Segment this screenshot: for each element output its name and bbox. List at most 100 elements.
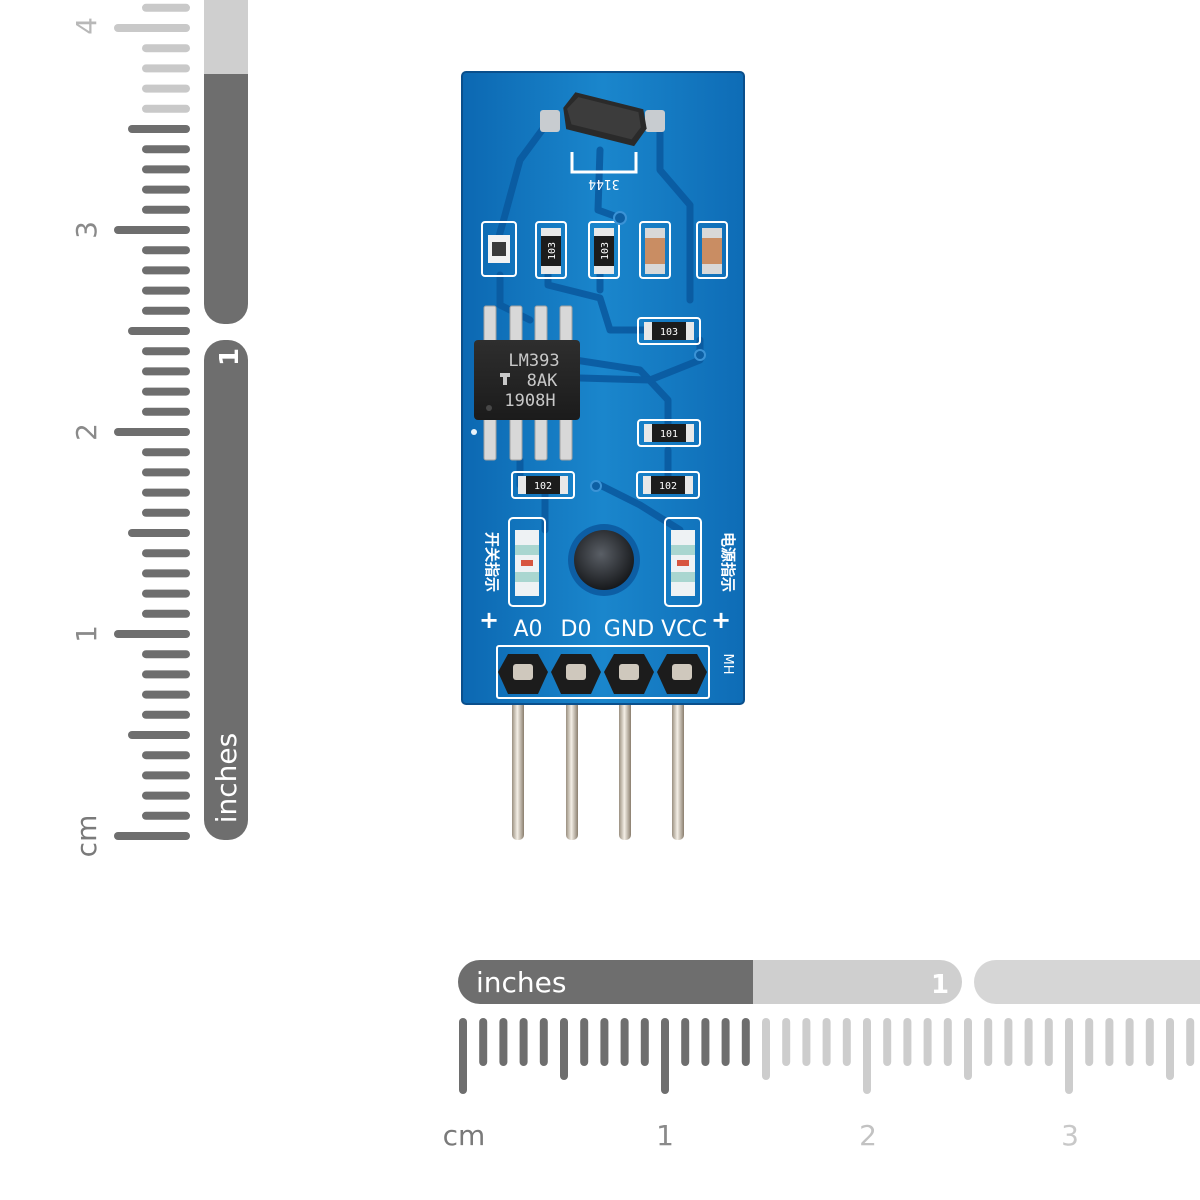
vertical-tick — [142, 407, 190, 416]
pin-label-a0: A0 — [513, 617, 542, 642]
horizontal-tick — [1166, 1018, 1174, 1080]
horizontal-tick — [580, 1018, 589, 1066]
resistor-top-1-code: 103 — [547, 242, 558, 260]
horizontal-tick — [1004, 1018, 1013, 1066]
hall-sensor: 3144 — [540, 92, 665, 191]
horizontal-tick — [1145, 1018, 1154, 1066]
horizontal-ruler: inches 1 cm 1 2 3 — [443, 960, 1200, 1152]
resistor-mid-code: 103 — [660, 327, 678, 338]
vertical-cm-number-3: 3 — [70, 221, 103, 239]
mounting-hole — [568, 524, 640, 596]
vertical-tick — [114, 428, 190, 436]
vertical-tick — [142, 549, 190, 558]
vertical-tick — [142, 84, 190, 93]
horizontal-tick — [681, 1018, 690, 1066]
pin-label-gnd: GND — [604, 617, 654, 642]
vertical-tick — [142, 205, 190, 214]
horizontal-cm-number-3: 3 — [1061, 1119, 1079, 1152]
header-silkscreen — [496, 645, 710, 699]
inch-bar-dark-upper — [204, 74, 248, 324]
pin-gnd — [619, 690, 631, 840]
header-pins — [512, 690, 684, 840]
vertical-tick — [114, 24, 190, 32]
h-inch-bar-light-1 — [753, 960, 962, 1004]
horizontal-tick — [600, 1018, 609, 1066]
sensor-marking: 3144 — [588, 176, 619, 191]
ti-logo-icon — [500, 373, 510, 385]
chip-line-3: 1908H — [504, 391, 555, 411]
horizontal-inch-number: 1 — [931, 970, 949, 1000]
horizontal-tick — [1186, 1018, 1195, 1066]
horizontal-cm-ticks — [459, 1018, 1195, 1094]
horizontal-tick — [701, 1018, 710, 1066]
horizontal-tick — [863, 1018, 871, 1094]
vertical-tick — [142, 650, 190, 659]
horizontal-tick — [762, 1018, 770, 1080]
vertical-cm-number-2: 2 — [70, 423, 103, 441]
vertical-tick — [114, 630, 190, 638]
vertical-tick — [142, 488, 190, 497]
resistor-top-2-code: 103 — [600, 242, 611, 260]
plus-right: + — [711, 606, 731, 634]
vertical-tick — [142, 44, 190, 53]
lm393-chip: LM393 8AK 1908H — [474, 305, 580, 461]
vertical-tick — [142, 589, 190, 598]
horizontal-tick — [802, 1018, 811, 1066]
vertical-tick — [142, 609, 190, 618]
h-inch-bar-dark — [458, 960, 753, 1004]
vertical-tick — [142, 286, 190, 295]
resistor-bottom-left-code: 102 — [534, 481, 552, 492]
horizontal-tick — [984, 1018, 993, 1066]
vertical-tick — [128, 327, 190, 335]
vertical-ruler: 1 inches cm 1 2 3 4 — [70, 0, 248, 857]
horizontal-cm-unit: cm — [443, 1119, 486, 1152]
horizontal-tick — [459, 1018, 467, 1094]
vertical-tick — [142, 710, 190, 719]
vias — [471, 211, 706, 492]
pin-label-vcc: VCC — [661, 617, 707, 642]
vertical-tick — [142, 266, 190, 275]
horizontal-tick — [721, 1018, 730, 1066]
vertical-cm-ticks — [114, 3, 190, 840]
vertical-tick — [142, 104, 190, 113]
vertical-tick — [142, 165, 190, 174]
vertical-tick — [142, 508, 190, 517]
vertical-tick — [128, 731, 190, 739]
vertical-inches-label: inches — [210, 733, 243, 823]
resistor-bottom-right-code: 102 — [659, 481, 677, 492]
pin-vcc — [672, 690, 684, 840]
vertical-tick — [142, 670, 190, 679]
horizontal-cm-number-2: 2 — [859, 1119, 877, 1152]
pin-d0 — [566, 690, 578, 840]
horizontal-tick — [782, 1018, 791, 1066]
pin-a0 — [512, 690, 524, 840]
horizontal-tick — [499, 1018, 508, 1066]
horizontal-tick — [741, 1018, 750, 1066]
vertical-cm-unit: cm — [70, 815, 103, 858]
horizontal-tick — [943, 1018, 952, 1066]
horizontal-tick — [560, 1018, 568, 1080]
horizontal-inches-label: inches — [476, 966, 566, 999]
resistors-bottom: 102 102 — [511, 471, 700, 499]
vertical-tick — [142, 64, 190, 73]
horizontal-tick — [620, 1018, 629, 1066]
sensor-silkscreen-outline — [570, 152, 638, 174]
horizontal-tick — [640, 1018, 649, 1066]
horizontal-tick — [519, 1018, 528, 1066]
horizontal-tick — [661, 1018, 669, 1094]
led-right — [664, 517, 702, 607]
vertical-tick — [142, 448, 190, 457]
horizontal-tick — [539, 1018, 548, 1066]
horizontal-tick — [479, 1018, 488, 1066]
horizontal-tick — [842, 1018, 851, 1066]
inch-bar-dark-lower — [204, 340, 248, 840]
vertical-tick — [142, 3, 190, 12]
sensor-module: 3144 103 103 — [461, 71, 745, 840]
top-components: 103 103 — [481, 221, 728, 279]
vertical-tick — [142, 811, 190, 820]
vertical-cm-number-4: 4 — [70, 17, 103, 35]
inch-bar-light-top — [204, 0, 248, 74]
plus-left: + — [479, 606, 499, 634]
vertical-tick — [142, 751, 190, 760]
chip-line-1: LM393 — [508, 351, 559, 371]
